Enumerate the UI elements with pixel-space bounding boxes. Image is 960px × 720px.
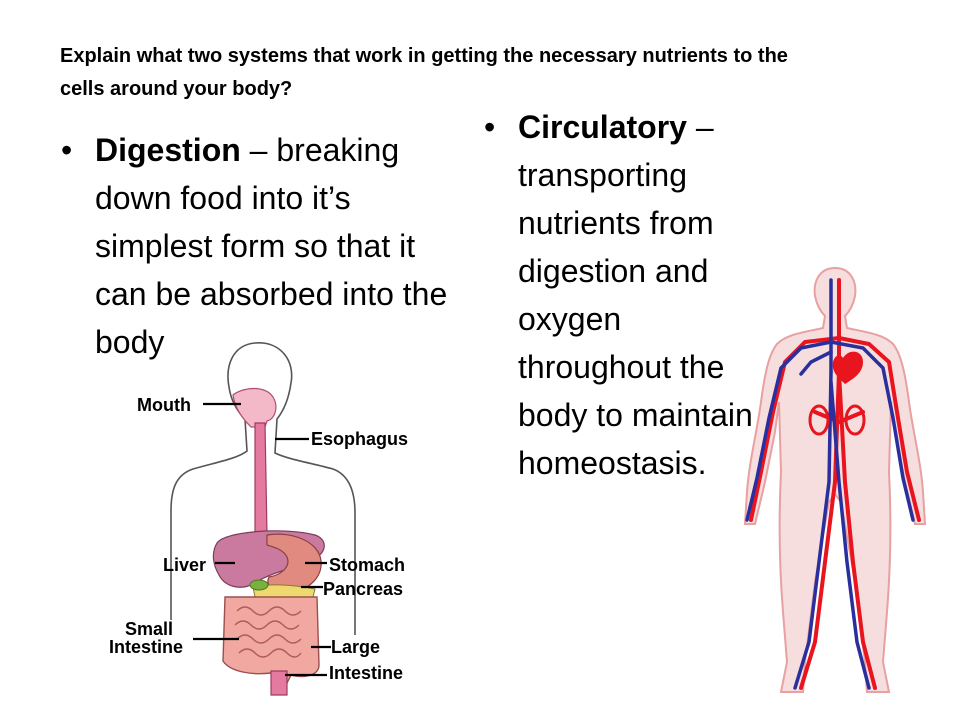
esophagus-shape [254,422,268,538]
label-mouth: Mouth [137,395,191,415]
bullet-text: – transporting nutrients from digestion … [518,109,753,481]
rectum-shape [270,670,288,696]
kidney-right [844,404,866,436]
kidney-left [808,404,830,436]
label-pancreas: Pancreas [323,579,403,599]
small-intestine-shape [234,606,302,658]
veins [745,278,915,690]
circulatory-system-figure [743,266,927,693]
label-esophagus: Esophagus [311,429,408,449]
bullet-digestion: • Digestion – breaking down food into it… [61,126,455,366]
body-outline [170,342,356,635]
label-stomach: Stomach [329,555,405,575]
bullet-term: Circulatory [518,109,687,145]
label-liver: Liver [163,555,206,575]
bullet-circulatory: • Circulatory – transporting nutrients f… [484,103,768,487]
label-small-1: Small [125,619,173,639]
bullet-term: Digestion [95,132,241,168]
label-small-2: Intestine [109,637,183,657]
digestive-system-diagram: Mouth Esophagus Liver Stomach Pancreas S… [109,342,408,696]
gallbladder-shape [249,579,269,591]
label-large-2: Intestine [329,663,403,683]
heart-shape [832,351,863,384]
bullet-text: – breaking down food into it’s simplest … [95,132,448,360]
bullet-dot: • [484,109,496,145]
label-large-1: Large [331,637,380,657]
pharynx-shape [232,387,277,428]
bullet-dot: • [61,132,73,168]
slide-question: Explain what two systems that work in ge… [60,45,788,100]
